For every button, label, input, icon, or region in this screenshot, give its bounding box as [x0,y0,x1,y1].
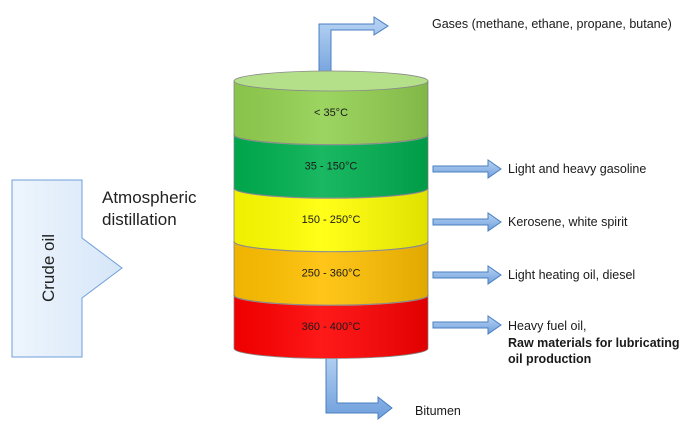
column-layer-shading-1 [234,81,428,145]
heating-oil-arrow [432,265,502,285]
heavy-fuel-arrow [432,315,502,335]
column-temp-label-2: 35 - 150°C [305,160,358,172]
distillation-column: 360 - 400°C 250 - 360°C 150 - 250°C 35 - 15… [233,70,429,359]
output-gases: Gases (methane, ethane, propane, butane) [432,17,672,31]
column-top-cap [233,70,429,92]
output-kerosene: Kerosene, white spirit [508,215,628,229]
process-label-line1: Atmospheric [102,188,197,207]
column-temp-label-4: 250 - 360°C [302,267,361,279]
column-layer-shading-5 [234,295,428,359]
column-temp-label-5: 360 - 400°C [302,321,361,333]
output-bitumen: Bitumen [415,404,461,418]
kerosene-arrow [432,212,502,232]
column-temp-label-3: 150 - 250°C [302,214,361,226]
output-heating-oil: Light heating oil, diesel [508,268,635,282]
column-layer-shading-4 [234,241,428,305]
column-layer-shading-3 [234,188,428,252]
crude-oil-label: Crude oil [39,234,58,302]
output-heavy-fuel-1: Heavy fuel oil, [508,319,587,333]
column-layer-shading-2 [234,134,428,198]
column-temp-label-1: < 35°C [314,107,348,119]
output-heavy-fuel-3: oil production [508,352,591,366]
crude-oil-arrow: Crude oil [11,179,123,358]
process-label-line2: distillation [102,210,177,229]
output-heavy-fuel-2: Raw materials for lubricating [508,336,680,350]
bitumen-arrow [325,349,393,421]
gases-arrow [318,16,389,81]
output-gasoline: Light and heavy gasoline [508,162,646,176]
gasoline-arrow [432,159,502,179]
